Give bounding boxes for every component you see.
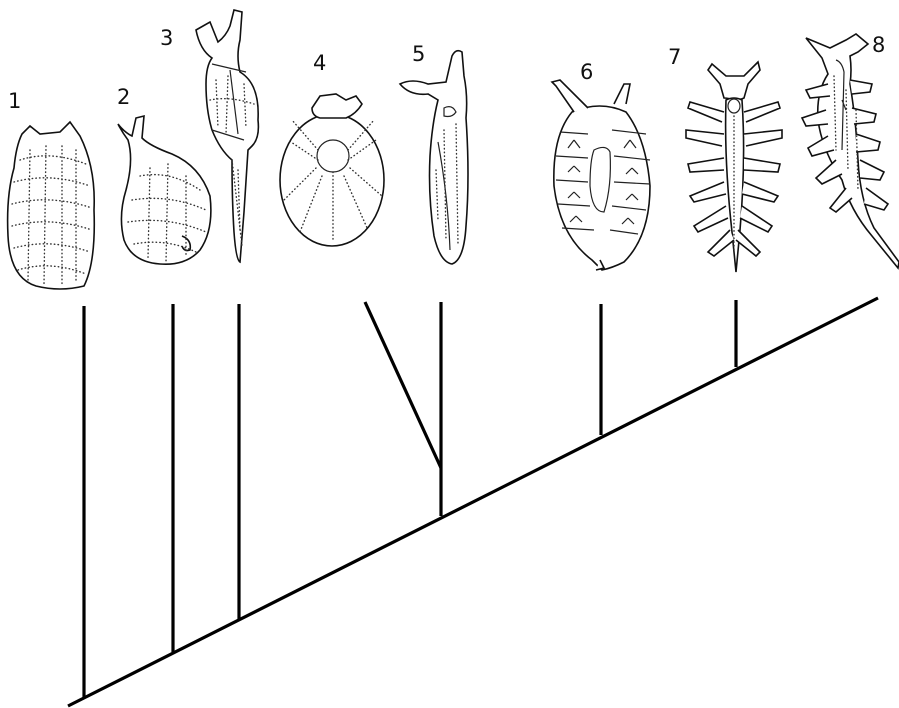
organism-4-drawing [280,94,384,246]
cladogram-tree [68,298,878,706]
organism-7-drawing [686,62,782,272]
taxon-label-1: 1 [8,89,21,113]
tree-stem [68,298,878,706]
organism-1-drawing [8,122,95,289]
organism-6-drawing [552,80,650,270]
taxon-label-3: 3 [160,26,173,50]
taxon-label-7: 7 [668,45,681,69]
taxon-label-6: 6 [580,60,593,84]
organism-2-drawing [118,116,211,264]
branch-taxon-4 [365,302,441,468]
taxon-label-4: 4 [313,51,326,75]
organism-drawings [8,10,899,289]
taxon-label-8: 8 [872,33,885,57]
organism-8-drawing [802,34,899,268]
taxon-label-5: 5 [412,42,425,66]
taxon-label-2: 2 [117,85,130,109]
organism-5-drawing [400,51,468,264]
